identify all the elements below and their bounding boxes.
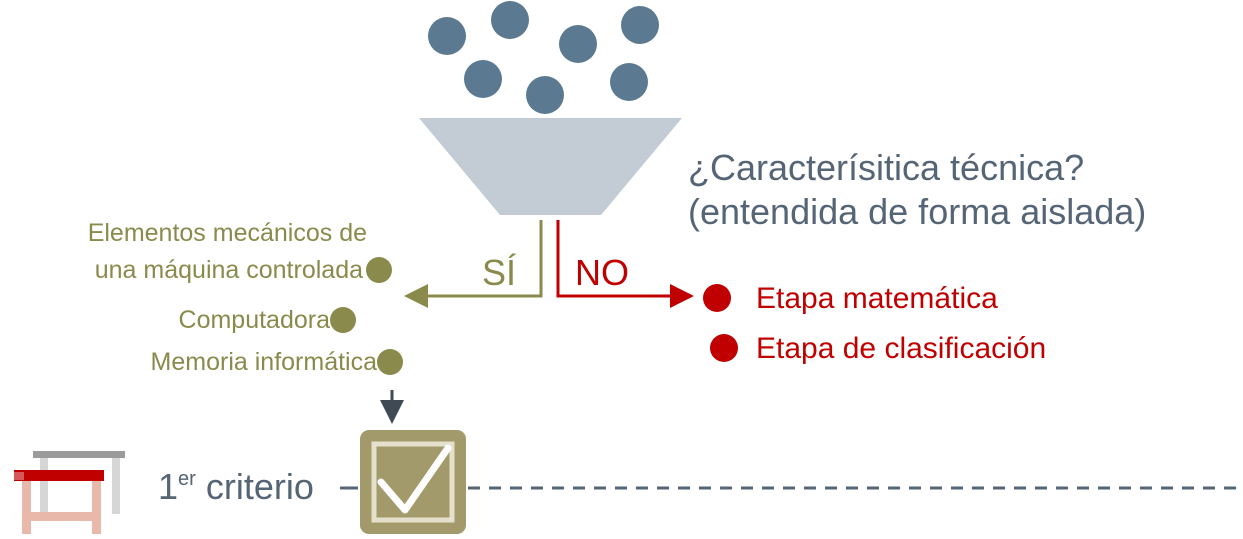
checkbox-checked-icon: [360, 430, 466, 534]
technical-bullet: [330, 307, 356, 333]
non-technical-item: Etapa de clasificación: [756, 332, 1047, 365]
technical-item: una máquina controlada: [94, 256, 363, 284]
input-dot: [610, 63, 648, 101]
criterion-text: criterio: [205, 466, 314, 507]
no-label: NO: [575, 252, 629, 293]
hurdle-icon: [14, 451, 125, 534]
criterion-superscript: er: [178, 468, 196, 490]
criterion-number: 1: [158, 466, 179, 507]
non-technical-bullet: [710, 334, 738, 362]
input-dots: [428, 1, 659, 114]
technical-item: Memoria informática: [150, 348, 377, 376]
input-dot: [464, 60, 502, 98]
input-dot: [428, 17, 466, 55]
input-dot: [621, 6, 659, 44]
input-dot: [491, 1, 529, 39]
no-arrow: [556, 220, 694, 308]
yes-arrow: [404, 220, 543, 308]
input-dot: [526, 76, 564, 114]
yes-label: SÍ: [482, 252, 517, 293]
input-dot: [559, 25, 597, 63]
question-line-2: (entendida de forma aislada): [688, 191, 1147, 232]
question-line-1: ¿Caracterísitica técnica?: [688, 147, 1085, 188]
technical-bullet: [377, 349, 403, 375]
technical-bullet: [366, 257, 392, 283]
technical-item: Computadora: [178, 306, 330, 334]
funnel-icon: [419, 118, 682, 215]
technical-item: Elementos mecánicos de: [87, 219, 367, 247]
non-technical-bullet: [703, 284, 731, 312]
non-technical-item: Etapa matemática: [756, 282, 998, 315]
criterion-label: 1er criterio: [158, 469, 314, 505]
